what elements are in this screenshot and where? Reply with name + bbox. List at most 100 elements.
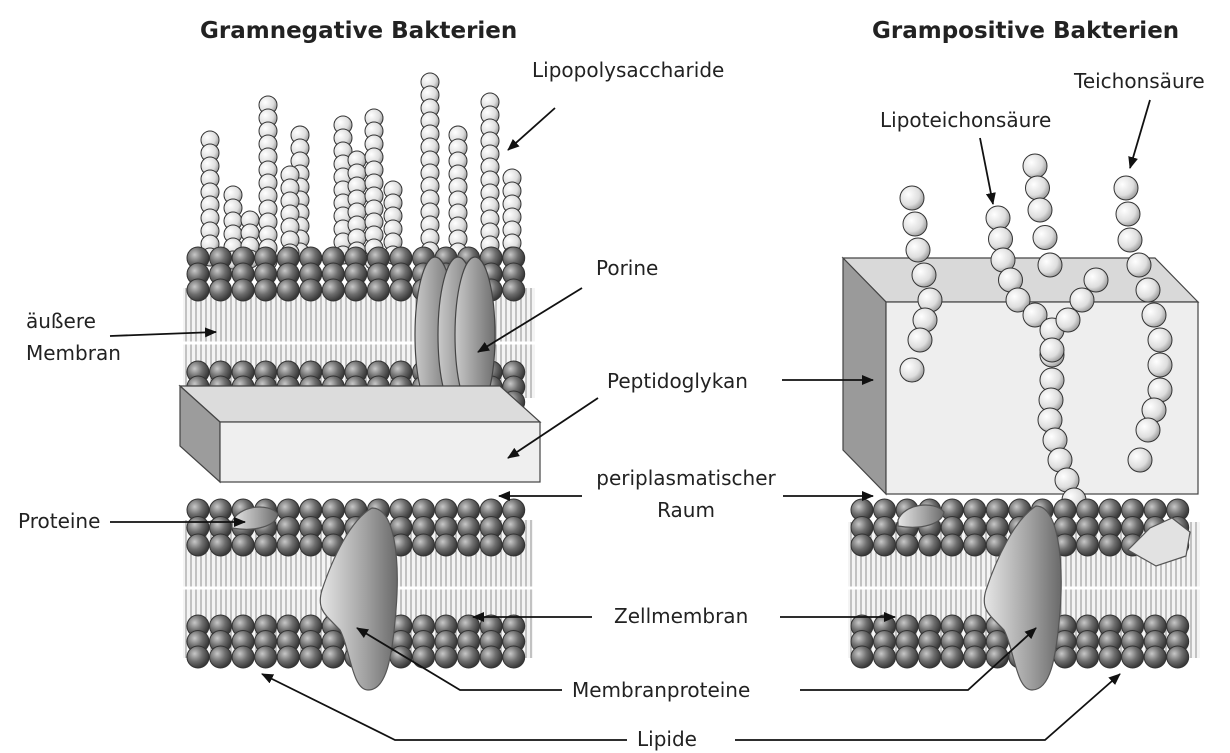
title-gram-positive: Grampositive Bakterien	[872, 18, 1179, 44]
teichoic-bead	[900, 186, 924, 210]
lipid-head	[210, 646, 232, 668]
arrow-lipoteichonsaeure	[980, 138, 993, 204]
label-lipoteichonsaeure: Lipoteichonsäure	[880, 108, 1051, 132]
teichoic-bead	[906, 238, 930, 262]
lipid-head	[874, 646, 896, 668]
lipid-head	[919, 534, 941, 556]
teichoic-bead	[1148, 328, 1172, 352]
lipid-head	[896, 646, 918, 668]
teichoic-bead	[900, 358, 924, 382]
lipid-head	[851, 534, 873, 556]
lipid-head	[1099, 646, 1121, 668]
lipid-head	[413, 534, 435, 556]
lipid-head	[1122, 646, 1144, 668]
lipid-head	[413, 646, 435, 668]
label-periplasmic-1: periplasmatischer	[596, 466, 776, 490]
arrow-teichonsaeure	[1130, 100, 1150, 168]
label-lipide: Lipide	[637, 727, 697, 751]
lipid-head	[964, 646, 986, 668]
lipid-head	[300, 279, 322, 301]
lipid-head	[390, 279, 412, 301]
lipid-head	[345, 279, 367, 301]
label-teichonsaeure: Teichonsäure	[1073, 69, 1205, 93]
lipid-head	[232, 646, 254, 668]
lipoteichoic-bead	[1056, 308, 1080, 332]
label-lipopolysaccharide: Lipopolysaccharide	[532, 58, 724, 82]
arrow-lipopolysaccharide	[508, 108, 555, 150]
lipid-head	[435, 646, 457, 668]
teichoic-bead	[1128, 448, 1152, 472]
lipid-head	[1077, 646, 1099, 668]
label-peptidoglykan: Peptidoglykan	[607, 369, 748, 393]
lipoteichoic-bead	[1026, 176, 1050, 200]
label-membranproteine: Membranproteine	[572, 678, 750, 702]
teichoic-bead	[1116, 202, 1140, 226]
lipid-head	[941, 646, 963, 668]
lipid-head	[1077, 534, 1099, 556]
cell-membrane-left	[183, 499, 533, 690]
lipid-head	[187, 279, 209, 301]
lipid-head	[210, 534, 232, 556]
lipid-head	[503, 534, 525, 556]
lipid-head	[232, 534, 254, 556]
lipid-head	[1099, 534, 1121, 556]
lipid-head	[322, 279, 344, 301]
label-periplasmic-2: Raum	[657, 498, 715, 522]
lipid-head	[480, 534, 502, 556]
lipoteichoic-bead	[1038, 253, 1062, 277]
teichoic-bead	[912, 263, 936, 287]
lipid-head	[919, 646, 941, 668]
lipid-head	[480, 646, 502, 668]
teichoic-bead	[903, 212, 927, 236]
teichoic-bead	[1118, 228, 1142, 252]
lipid-head	[851, 646, 873, 668]
title-gram-negative: Gramnegative Bakterien	[200, 18, 517, 44]
lipoteichoic-bead	[1040, 338, 1064, 362]
arrow-lipide-right	[735, 674, 1120, 740]
lipid-head	[300, 534, 322, 556]
lipid-head	[187, 534, 209, 556]
label-zellmembran: Zellmembran	[614, 604, 748, 628]
lipid-head	[322, 646, 344, 668]
label-proteine: Proteine	[18, 509, 100, 533]
lipid-head	[255, 646, 277, 668]
lipoteichoic-bead	[986, 206, 1010, 230]
lipid-head	[435, 534, 457, 556]
lipid-head	[896, 534, 918, 556]
lipid-head	[964, 534, 986, 556]
lipid-head	[503, 279, 525, 301]
lipid-head	[458, 534, 480, 556]
lipoteichoic-bead	[989, 227, 1013, 251]
lipopolysaccharide-chains	[201, 73, 521, 270]
lipid-head	[458, 646, 480, 668]
lipoteichoic-bead	[1070, 288, 1094, 312]
lipid-head	[232, 279, 254, 301]
lipid-head	[277, 646, 299, 668]
lipid-head	[210, 279, 232, 301]
lipoteichoic-bead	[1033, 226, 1057, 250]
label-outer-membrane-1: äußere	[26, 309, 96, 333]
teichoic-bead	[1114, 176, 1138, 200]
teichoic-bead	[1127, 253, 1151, 277]
lipid-head	[941, 534, 963, 556]
lipid-head	[300, 646, 322, 668]
lipoteichoic-bead	[1084, 268, 1108, 292]
lipid-head	[367, 279, 389, 301]
teichoic-bead	[1136, 278, 1160, 302]
peptidoglycan-thin-layer	[180, 386, 540, 482]
lipid-head	[277, 279, 299, 301]
teichoic-bead	[1142, 303, 1166, 327]
lipid-head	[1167, 646, 1189, 668]
lipoteichoic-bead	[1023, 154, 1047, 178]
cell-membrane-right	[848, 499, 1200, 690]
lipid-head	[874, 534, 896, 556]
lipoteichoic-bead	[1028, 198, 1052, 222]
lipid-head	[255, 279, 277, 301]
lipid-head	[1144, 646, 1166, 668]
lipid-head	[503, 646, 525, 668]
lipid-head	[255, 534, 277, 556]
label-porine: Porine	[596, 256, 658, 280]
lipid-head	[277, 534, 299, 556]
lipid-head	[187, 646, 209, 668]
